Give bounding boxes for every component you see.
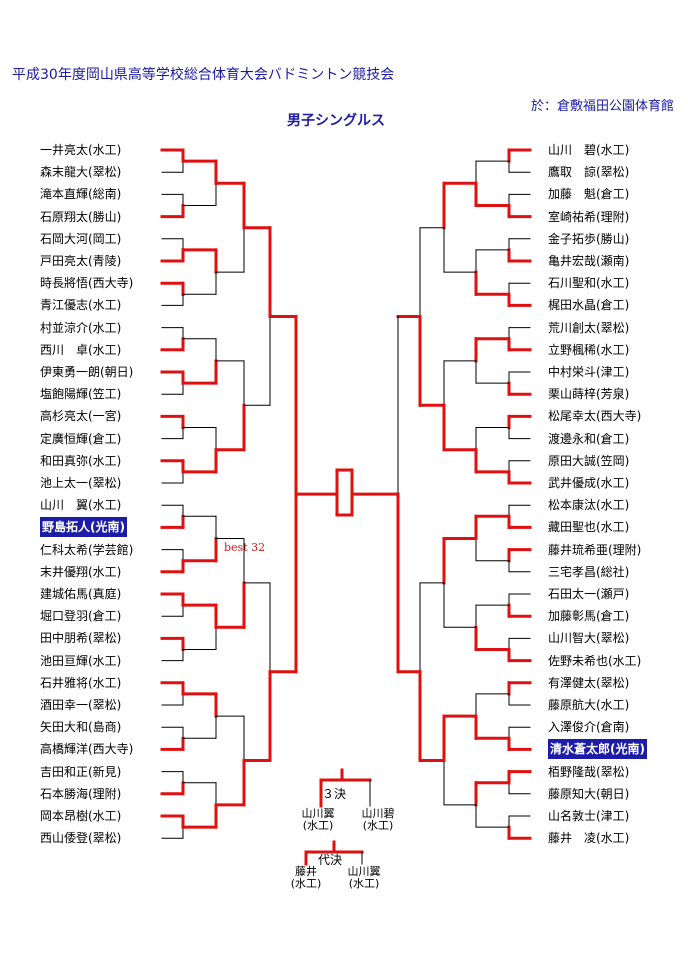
event-title: 男子シングルス bbox=[287, 113, 385, 129]
left-player-27: 矢田大和(島商) bbox=[40, 720, 122, 735]
right-player-1: 山川 碧(水工) bbox=[548, 143, 630, 157]
left-player-25: 石井雅将(水工) bbox=[40, 675, 122, 690]
right-player-2: 鷹取 諒(翠松) bbox=[548, 165, 630, 180]
right-player-28: 清水蒼太郎(光南) bbox=[548, 739, 647, 760]
left-player-23: 田中朋希(翠松) bbox=[40, 631, 122, 646]
right-player-30: 藤原知大(朝日) bbox=[548, 786, 630, 801]
right-player-22: 加藤彰馬(倉工) bbox=[548, 609, 630, 624]
left-player-12: 塩飽陽輝(笠工) bbox=[40, 387, 122, 402]
best-32-note: best 32 bbox=[224, 541, 266, 554]
right-player-32: 藤井 凌(水工) bbox=[548, 831, 630, 846]
left-player-32: 西山倭登(翠松) bbox=[40, 831, 122, 846]
left-player-26: 酒田幸一(翠松) bbox=[40, 698, 122, 712]
right-player-21: 石田太一(瀬戸) bbox=[548, 587, 630, 601]
left-player-9: 村並涼介(水工) bbox=[40, 320, 122, 335]
playoff-player-a: 藤井 (水工) bbox=[288, 866, 324, 890]
playoff-player-b-school: (水工) bbox=[348, 877, 380, 890]
left-player-13: 高杉亮太(一宮) bbox=[40, 409, 122, 424]
right-player-12: 栗山蒔梓(芳泉) bbox=[548, 387, 630, 402]
left-player-16: 池上太一(翠松) bbox=[40, 476, 122, 490]
left-player-10: 西川 卓(水工) bbox=[40, 342, 122, 357]
playoff-player-b: 山川翼 (水工) bbox=[342, 866, 386, 890]
left-player-31: 岡本昂樹(水工) bbox=[40, 809, 122, 823]
third-place-player-b-school: (水工) bbox=[362, 819, 394, 832]
playoff-label: 代決 bbox=[318, 853, 343, 867]
left-player-6: 戸田亮太(青陵) bbox=[40, 254, 122, 268]
left-player-2: 森末龍大(翠松) bbox=[40, 165, 122, 180]
right-player-23: 山川智大(翠松) bbox=[548, 631, 630, 646]
right-player-10: 立野楓稀(水工) bbox=[548, 342, 630, 357]
left-player-22: 堀口登羽(倉工) bbox=[40, 609, 122, 624]
right-player-24: 佐野未希也(水工) bbox=[548, 653, 642, 668]
right-player-5: 金子拓歩(勝山) bbox=[548, 231, 630, 246]
left-player-21: 建城佑馬(真庭) bbox=[40, 587, 122, 601]
right-player-16: 武井優成(水工) bbox=[548, 476, 630, 490]
third-place-player-a-school: (水工) bbox=[302, 819, 334, 832]
right-player-27: 入澤俊介(倉南) bbox=[548, 720, 630, 735]
right-player-18: 藏田聖也(水工) bbox=[548, 520, 630, 535]
third-place-player-a-name: 山川翼 bbox=[301, 807, 335, 820]
playoff-player-a-school: (水工) bbox=[290, 877, 322, 890]
right-player-31: 山名敦士(津工) bbox=[548, 809, 630, 823]
left-player-7: 時長將悟(西大寺) bbox=[40, 276, 134, 291]
right-player-11: 中村栄斗(津工) bbox=[548, 365, 630, 379]
left-player-20: 末井優翔(水工) bbox=[40, 564, 122, 579]
right-player-9: 荒川創太(翠松) bbox=[548, 320, 630, 335]
left-player-24: 池田亘輝(水工) bbox=[40, 653, 122, 668]
left-player-11: 伊東勇一朗(朝日) bbox=[40, 365, 134, 379]
left-player-5: 石岡大河(岡工) bbox=[40, 231, 122, 246]
left-player-28: 高橋輝洋(西大寺) bbox=[40, 742, 134, 757]
right-player-17: 松本康汰(水工) bbox=[548, 498, 630, 513]
right-player-29: 栢野隆哉(翠松) bbox=[548, 764, 630, 779]
third-place-player-a: 山川翼 (水工) bbox=[296, 808, 340, 832]
bracket-shape-251 bbox=[335, 468, 354, 517]
right-player-15: 原田大誠(笠岡) bbox=[548, 453, 630, 468]
third-place-label: ３決 bbox=[322, 787, 347, 801]
right-player-4: 室崎祐希(理附) bbox=[548, 209, 630, 224]
right-player-26: 藤原航大(水工) bbox=[548, 698, 630, 712]
left-player-14: 定廣恒輝(倉工) bbox=[40, 431, 122, 446]
left-player-17: 山川 翼(水工) bbox=[40, 498, 122, 513]
left-player-29: 吉田和正(新見) bbox=[40, 764, 122, 779]
left-player-3: 滝本直輝(総南) bbox=[40, 187, 122, 202]
playoff-player-a-name: 藤井 bbox=[295, 865, 317, 878]
left-player-30: 石本勝海(理附) bbox=[40, 786, 122, 801]
right-player-14: 渡邊永和(倉工) bbox=[548, 431, 630, 446]
right-player-3: 加藤 魁(倉工) bbox=[548, 187, 630, 202]
right-player-20: 三宅孝昌(総社) bbox=[548, 564, 630, 579]
left-player-15: 和田真弥(水工) bbox=[40, 453, 122, 468]
tournament-title: 平成30年度岡山県高等学校総合体育大会バドミントン競技会 bbox=[12, 67, 395, 83]
playoff-player-b-name: 山川翼 bbox=[347, 865, 381, 878]
third-place-player-b-name: 山川碧 bbox=[361, 807, 395, 820]
right-player-8: 梶田水晶(倉工) bbox=[548, 298, 630, 313]
venue-label: 於：倉敷福田公園体育館 bbox=[530, 99, 674, 114]
left-player-19: 仁科太希(学芸館) bbox=[40, 542, 134, 557]
right-player-13: 松尾幸太(西大寺) bbox=[548, 409, 642, 424]
right-player-7: 石川聖和(水工) bbox=[548, 276, 630, 291]
left-player-4: 石原翔太(勝山) bbox=[40, 209, 122, 224]
left-player-1: 一井亮太(水工) bbox=[40, 143, 122, 157]
left-player-18: 野島拓人(光南) bbox=[40, 517, 127, 538]
left-player-8: 青江優志(水工) bbox=[40, 298, 122, 313]
right-player-6: 亀井宏哉(瀬南) bbox=[548, 254, 630, 268]
right-player-19: 藤井琉希亜(理附) bbox=[548, 542, 642, 557]
right-player-25: 有澤健太(翠松) bbox=[548, 675, 630, 690]
third-place-player-b: 山川碧 (水工) bbox=[356, 808, 400, 832]
